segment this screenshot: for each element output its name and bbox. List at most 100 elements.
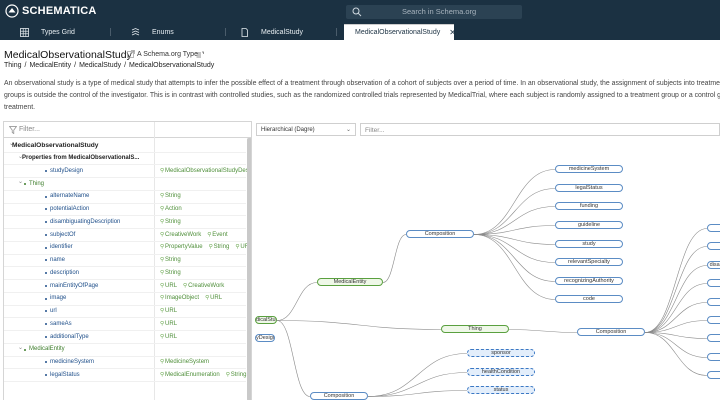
property-row[interactable]: mainEntityOfPage⚲URL⚲CreativeWork bbox=[4, 279, 246, 292]
type-link[interactable]: ⚲URL bbox=[160, 334, 177, 340]
type-link[interactable]: ⚲URL bbox=[160, 308, 177, 314]
graph-node[interactable] bbox=[707, 371, 720, 379]
chevron-down-icon[interactable]: ⌄ bbox=[9, 141, 15, 147]
property-row[interactable]: potentialAction⚲Action bbox=[4, 203, 246, 216]
property-row[interactable]: additionalType⚲URL bbox=[4, 330, 246, 343]
tab-medicalstudy[interactable]: MedicalStudy bbox=[240, 24, 303, 40]
graph-node[interactable]: healthCondition bbox=[467, 368, 535, 376]
graph-node[interactable]: MedicalEntity bbox=[317, 278, 383, 286]
graph-node[interactable]: sponsor bbox=[467, 349, 535, 357]
type-link[interactable]: ⚲String bbox=[160, 257, 181, 263]
graph-node[interactable] bbox=[707, 298, 720, 306]
graph-filter-input[interactable]: Filter... bbox=[360, 123, 720, 136]
property-row[interactable]: identifier⚲PropertyValue⚲String⚲URL bbox=[4, 241, 251, 254]
app-logo[interactable]: SCHEMATICA bbox=[5, 4, 97, 18]
type-link[interactable]: ⚲CreativeWork bbox=[160, 232, 201, 238]
type-link[interactable]: ⚲MedicalEnumeration bbox=[160, 372, 220, 378]
graph-node[interactable]: study bbox=[555, 240, 623, 248]
bullet-icon bbox=[45, 259, 47, 262]
tree-group-row[interactable]: ⌄Thing bbox=[4, 177, 246, 190]
type-link[interactable]: ⚲String bbox=[160, 270, 181, 276]
type-link[interactable]: ⚲ImageObject bbox=[160, 295, 199, 301]
scrollbar-thumb[interactable] bbox=[247, 138, 251, 400]
type-link[interactable]: ⚲URL bbox=[160, 283, 177, 289]
chevron-down-icon[interactable]: ⌄ bbox=[18, 153, 24, 160]
tree-label: url bbox=[50, 308, 57, 315]
type-link[interactable]: ⚲CreativeWork bbox=[183, 283, 224, 289]
filter-input[interactable]: Filter... bbox=[19, 126, 41, 133]
tree-group-row[interactable]: ⌄MedicalObservationalStudy bbox=[4, 139, 246, 152]
breadcrumb-item[interactable]: MedicalEntity bbox=[29, 62, 72, 69]
chevron-down-icon[interactable]: ⌄ bbox=[18, 179, 24, 186]
search-input[interactable]: Search in Schema.org bbox=[402, 7, 477, 16]
property-row[interactable]: image⚲ImageObject⚲URL bbox=[4, 292, 246, 305]
graph-node[interactable] bbox=[707, 279, 720, 287]
graph-node[interactable]: funding bbox=[555, 202, 623, 210]
graph-node[interactable] bbox=[707, 224, 720, 232]
graph-node[interactable]: Composition bbox=[310, 392, 368, 400]
property-row[interactable]: medicineSystem⚲MedicineSystem bbox=[4, 356, 246, 369]
type-link[interactable]: ⚲String bbox=[209, 244, 230, 250]
breadcrumb-item[interactable]: MedicalStudy bbox=[79, 62, 122, 69]
graph-edge bbox=[276, 282, 318, 321]
property-row[interactable]: disambiguatingDescription⚲String bbox=[4, 216, 246, 229]
description-line: groups is outside the control of the inv… bbox=[4, 92, 720, 99]
graph-node[interactable] bbox=[707, 353, 720, 361]
properties-filter[interactable]: Filter... bbox=[4, 122, 251, 138]
graph-node[interactable] bbox=[707, 316, 720, 324]
type-link[interactable]: ⚲MedicineSystem bbox=[160, 359, 209, 365]
type-link[interactable]: ⚲Action bbox=[160, 206, 182, 212]
property-row[interactable]: name⚲String bbox=[4, 254, 246, 267]
type-link[interactable]: ⚲String bbox=[226, 372, 247, 378]
open-in-new-icon[interactable] bbox=[196, 51, 204, 59]
close-icon[interactable]: ✕ bbox=[449, 28, 456, 37]
chevron-down-icon[interactable]: ⌄ bbox=[18, 345, 24, 351]
tree-group-row[interactable]: ⌄ MedicalEntity bbox=[4, 343, 246, 356]
type-link[interactable]: ⚲URL bbox=[235, 244, 251, 250]
breadcrumb-item[interactable]: Thing bbox=[4, 62, 22, 69]
graph-node[interactable]: Thing bbox=[441, 325, 509, 333]
type-name: MedicineSystem bbox=[165, 359, 210, 366]
graph-node[interactable]: dicalStudy bbox=[255, 316, 277, 324]
tree-label: MedicalEntity bbox=[29, 346, 65, 353]
property-row[interactable]: subjectOf⚲CreativeWork⚲Event bbox=[4, 228, 246, 241]
type-graph[interactable]: medicineSystem legalStatus funding guidelin… bbox=[255, 138, 720, 400]
graph-node[interactable]: Composition bbox=[406, 230, 474, 238]
layout-select[interactable]: Hierarchical (Dagre) ⌄ bbox=[256, 123, 356, 136]
graph-node[interactable]: legalStatus bbox=[555, 184, 623, 192]
property-row[interactable]: alternateName⚲String bbox=[4, 190, 246, 203]
graph-node[interactable]: disam bbox=[707, 261, 720, 269]
property-row[interactable]: studyDesign⚲MedicalObservationalStudyDes… bbox=[4, 165, 251, 178]
graph-node[interactable]: guideline bbox=[555, 221, 623, 229]
property-row[interactable]: description⚲String bbox=[4, 267, 246, 280]
type-link[interactable]: ⚲String bbox=[160, 193, 181, 199]
graph-node[interactable] bbox=[707, 242, 720, 250]
tree-group-row[interactable]: ⌄Properties from MedicalObservationalS..… bbox=[4, 152, 246, 165]
graph-edge bbox=[276, 320, 442, 330]
graph-node[interactable]: Composition bbox=[577, 328, 645, 336]
graph-node[interactable]: medicineSystem bbox=[555, 165, 623, 173]
graph-node[interactable]: yDesign bbox=[255, 334, 275, 342]
property-row[interactable]: sameAs⚲URL bbox=[4, 318, 246, 331]
external-link-icon[interactable] bbox=[127, 50, 135, 58]
tab-medicalobservationalstudy[interactable]: MedicalObservationalStudy ✕ bbox=[344, 24, 456, 40]
scrollbar[interactable] bbox=[247, 138, 251, 400]
property-row[interactable]: url ⚲URL bbox=[4, 305, 246, 318]
tab-enums[interactable]: Enums bbox=[131, 24, 174, 40]
tab-types-grid[interactable]: Types Grid bbox=[20, 24, 75, 40]
property-row[interactable]: legalStatus⚲MedicalEnumeration⚲String bbox=[4, 369, 246, 382]
graph-node[interactable]: code bbox=[555, 295, 623, 303]
type-link[interactable]: ⚲String bbox=[160, 219, 181, 225]
graph-node[interactable] bbox=[707, 334, 720, 342]
row-divider bbox=[4, 228, 246, 229]
graph-node[interactable]: status bbox=[467, 386, 535, 394]
type-link[interactable]: ⚲URL bbox=[160, 321, 177, 327]
search-box[interactable]: Search in Schema.org bbox=[346, 5, 522, 19]
graph-node[interactable]: relevantSpecialty bbox=[555, 258, 623, 266]
type-link[interactable]: ⚲MedicalObservationalStudyDesign bbox=[160, 168, 251, 174]
type-link[interactable]: ⚲Event bbox=[207, 232, 227, 238]
type-link[interactable]: ⚲URL bbox=[205, 295, 222, 301]
type-icon: ⚲ bbox=[160, 257, 165, 264]
graph-node[interactable]: recognizingAuthority bbox=[555, 277, 623, 285]
type-link[interactable]: ⚲PropertyValue bbox=[160, 244, 203, 250]
